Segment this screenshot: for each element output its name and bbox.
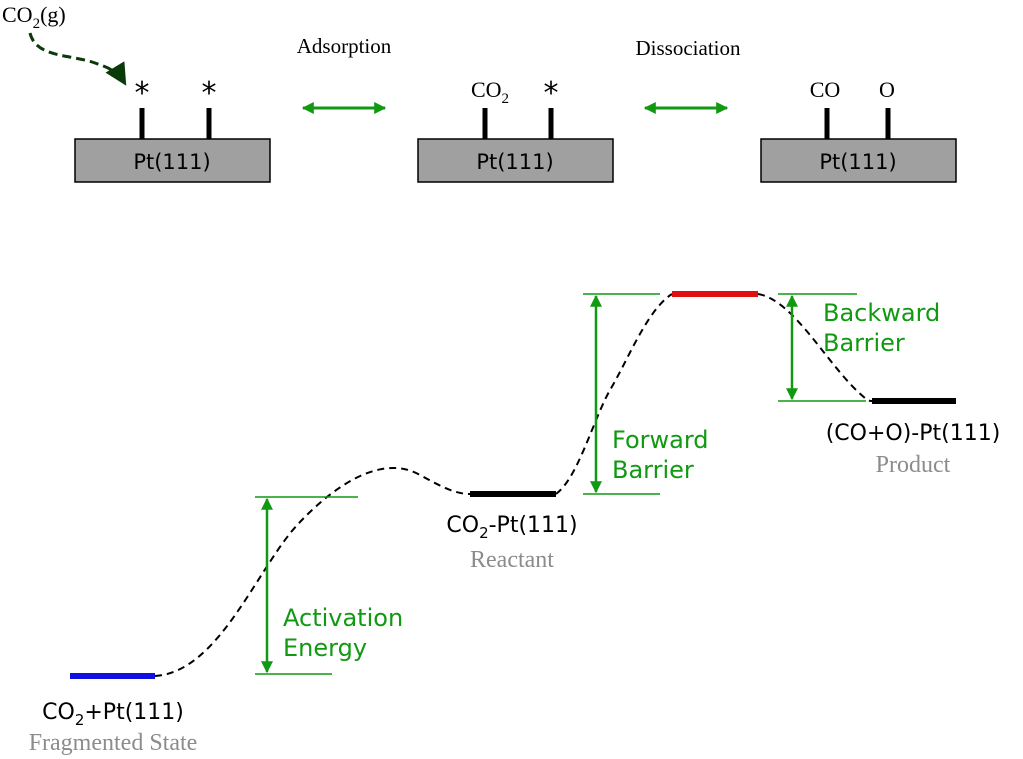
fragmented-state-labels: CO2+Pt(111) Fragmented State	[29, 700, 198, 756]
forward-barrier-marker: Forward Barrier	[583, 293, 716, 495]
forward-barrier-label: Forward Barrier	[612, 426, 716, 484]
activation-energy-label: Activation Energy	[283, 604, 411, 662]
pt-surface-label: Pt(111)	[476, 150, 553, 174]
dissociation-label: Dissociation	[636, 36, 741, 60]
empty-site-marker: *	[544, 76, 559, 111]
adsorption-label: Adsorption	[297, 34, 392, 58]
reactant-caption: Reactant	[470, 547, 554, 573]
fragmented-state-caption: Fragmented State	[29, 730, 198, 756]
pt-slab	[74, 138, 271, 183]
product-caption: Product	[876, 452, 951, 478]
backward-barrier-label: Backward Barrier	[823, 299, 948, 357]
surface-panel-dissociated: Pt(111) CO O	[760, 77, 957, 183]
reactant-labels: CO2-Pt(111) Reactant	[446, 513, 577, 573]
adsorbed-co2-label: CO2	[471, 77, 509, 107]
gas-co2-label: CO2(g)	[2, 2, 66, 32]
backward-barrier-marker: Backward Barrier	[778, 293, 948, 402]
product-labels: (CO+O)-Pt(111) Product	[826, 421, 1001, 478]
surface-panel-adsorbed-co2: Pt(111) CO2 *	[417, 76, 614, 183]
empty-site-marker: *	[135, 76, 150, 111]
reaction-scheme: CO2(g) Adsorption Dissociation Pt(111) *…	[2, 2, 957, 183]
gas-approach-arrow	[28, 32, 127, 86]
adsorbed-co-label: CO	[810, 77, 841, 102]
empty-site-marker: *	[202, 76, 217, 111]
surface-panel-empty-sites: Pt(111) * *	[74, 76, 271, 183]
pt-slab	[417, 138, 614, 183]
reaction-pathway-curve	[154, 293, 873, 677]
pt-surface-label: Pt(111)	[133, 150, 210, 174]
pt-slab	[760, 138, 957, 183]
fragmented-state-formula: CO2+Pt(111)	[42, 700, 184, 729]
product-formula: (CO+O)-Pt(111)	[826, 421, 1001, 446]
activation-energy-marker: Activation Energy	[255, 496, 411, 675]
reactant-formula: CO2-Pt(111)	[446, 513, 577, 542]
energy-profile: Activation Energy Forward Barrier Backwa…	[29, 291, 1001, 756]
pt-surface-label: Pt(111)	[819, 150, 896, 174]
adsorbed-o-label: O	[879, 77, 895, 102]
